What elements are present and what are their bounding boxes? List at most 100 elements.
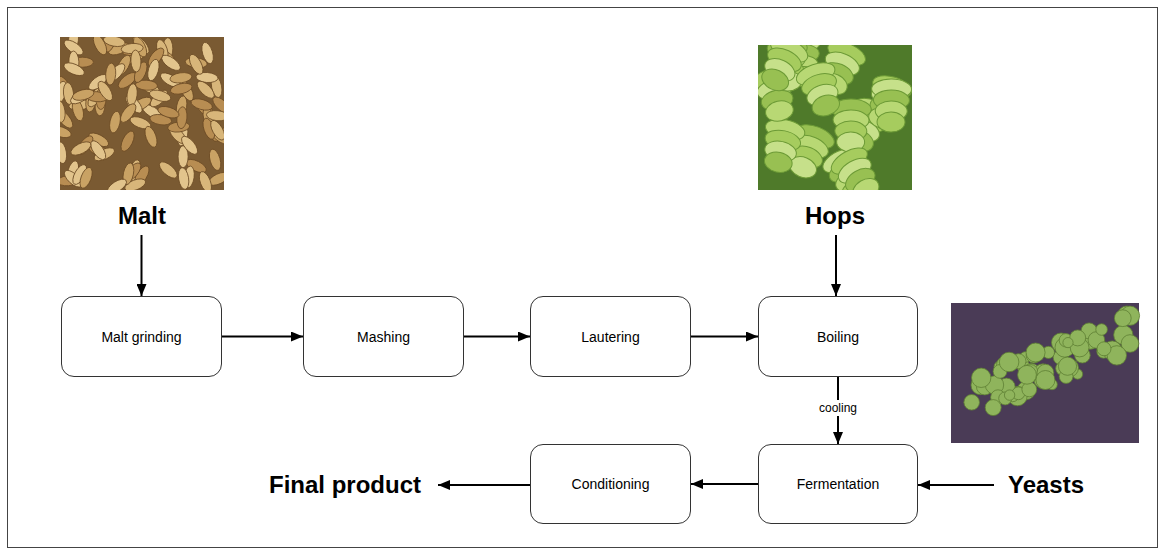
malt-grain (208, 118, 224, 142)
malt-grain (105, 63, 117, 86)
flow-arrow-line (918, 484, 994, 486)
process-label: Lautering (581, 329, 639, 345)
process-label: Conditioning (572, 476, 650, 492)
hop-bract (877, 112, 905, 132)
malt-grain (88, 138, 109, 162)
malt-grain (108, 110, 122, 134)
malt-grain (71, 87, 95, 102)
yeast-micrograph (951, 303, 1140, 443)
malt-grain (91, 37, 110, 57)
frame-border (8, 8, 1158, 548)
flow-arrow (836, 235, 837, 296)
flow-arrow (141, 235, 142, 296)
yeast-cell (1004, 390, 1014, 400)
hop-bract (764, 98, 796, 123)
hop-cone (871, 79, 912, 133)
malt-grain (176, 106, 188, 129)
hop-cone (794, 58, 848, 121)
ingredient-label: Hops (805, 202, 865, 230)
flow-arrow-line (141, 235, 143, 296)
yeast-ground (951, 303, 1139, 443)
yeast-cell (1058, 357, 1076, 375)
flow-arrow-line (438, 484, 530, 486)
ingredient-label: Malt (118, 202, 166, 230)
hops-ground (758, 45, 912, 190)
yeast-cell (1018, 365, 1037, 384)
process-box: Mashing (303, 296, 464, 377)
yeast-cell (1114, 310, 1131, 327)
malt-grain (169, 81, 193, 96)
malt-ground (60, 37, 224, 190)
flow-arrow-line (464, 336, 530, 338)
malt-grain (190, 97, 214, 113)
edge-label: cooling (816, 400, 860, 416)
flow-arrow (222, 336, 303, 337)
yeast-cell (1096, 324, 1108, 336)
ingredient-picture: Hops (758, 45, 912, 233)
hop-bract (763, 149, 795, 174)
ingredient-picture: Malt (60, 37, 224, 233)
malt-grain (118, 101, 139, 125)
malt-grain (60, 124, 73, 140)
malt-grain (69, 139, 93, 158)
yeast-cell (999, 352, 1019, 372)
flow-arrow (918, 485, 994, 486)
terminal-label: Final product (258, 468, 432, 502)
yeast-cell (1036, 371, 1055, 390)
malt-grain (143, 125, 160, 149)
process-box: Conditioning (530, 444, 691, 524)
process-box: Malt grinding (61, 296, 222, 377)
malt-grain (62, 60, 86, 78)
yeast-cell (1026, 343, 1045, 362)
malt-grain (200, 41, 216, 65)
malt-grain (146, 58, 162, 82)
hop-bract (758, 65, 792, 95)
process-box: Fermentation (758, 444, 918, 524)
yeast-cell (985, 400, 1001, 416)
flow-arrow-line (222, 336, 303, 338)
process-label: Fermentation (797, 476, 879, 492)
hop-cone (860, 71, 912, 133)
flow-arrow (438, 485, 530, 486)
flow-arrow (464, 336, 530, 337)
malt-grain (157, 159, 180, 181)
malt-grain (60, 100, 66, 123)
flow-arrow-line (691, 483, 758, 485)
malt-grain (60, 141, 68, 164)
yeast-cell (1097, 342, 1111, 356)
hop-cone (827, 142, 888, 190)
malt-grain (169, 71, 192, 84)
flow-arrow (691, 484, 758, 485)
terminal-label: Yeasts (998, 468, 1094, 502)
malt-grain (77, 166, 94, 190)
process-label: Boiling (817, 329, 859, 345)
ingredient-label: Yeasts (1008, 471, 1084, 499)
flow-arrow (691, 336, 758, 337)
flow-arrow-line (691, 336, 758, 338)
flow-arrow-line (835, 235, 837, 296)
malt-grain (194, 78, 217, 101)
malt-photo (60, 37, 224, 190)
malt-grain (130, 50, 141, 72)
yeast-cell (964, 395, 980, 411)
hop-cone (758, 116, 807, 176)
malt-grain (197, 170, 214, 190)
malt-grain (207, 148, 223, 172)
process-label: Mashing (357, 329, 410, 345)
ingredient-label: Final product (269, 471, 421, 499)
hop-bract (809, 92, 842, 120)
process-box: Lautering (530, 296, 691, 377)
malt-grain (105, 176, 129, 190)
hop-bract (849, 174, 883, 190)
malt-grain (118, 129, 137, 153)
malt-grain (177, 167, 190, 190)
yeast-cell (972, 368, 991, 387)
malt-grain (148, 88, 172, 104)
hops-photo (758, 45, 912, 190)
process-box: Boiling (758, 296, 918, 377)
process-label: Malt grinding (101, 329, 181, 345)
malt-grain (156, 104, 180, 120)
yeast-cell (1063, 338, 1073, 348)
malt-grain (179, 134, 201, 157)
